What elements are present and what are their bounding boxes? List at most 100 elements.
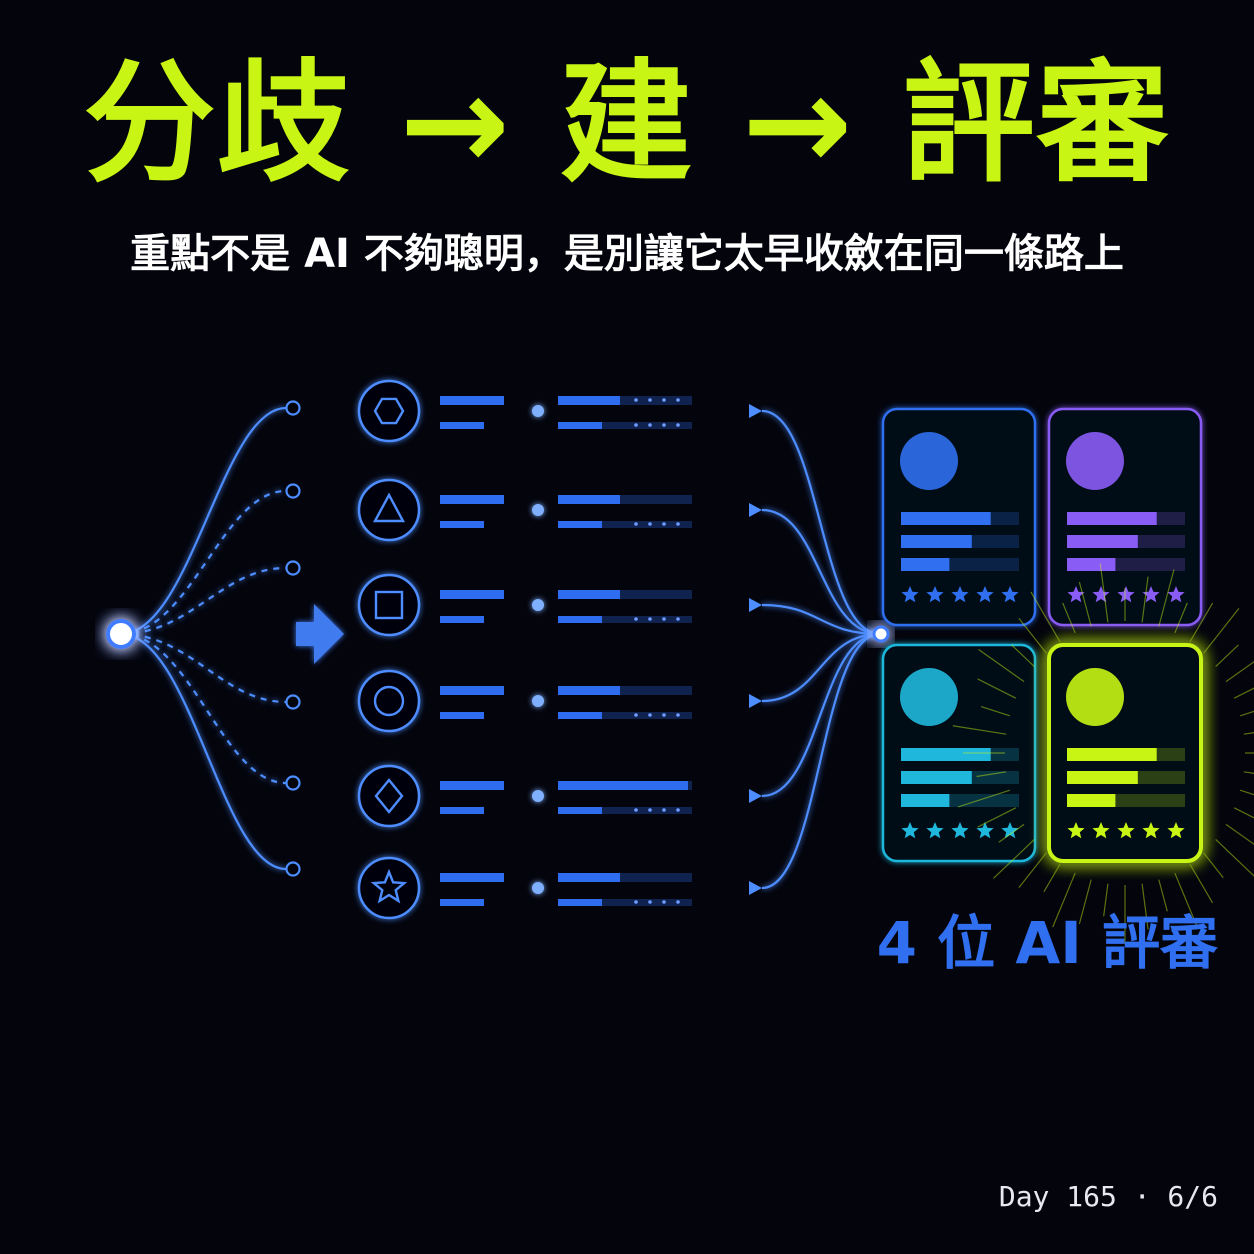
dot bbox=[648, 900, 652, 904]
branch-node bbox=[357, 669, 421, 733]
dot bbox=[662, 900, 666, 904]
ray bbox=[1103, 883, 1109, 917]
dot bbox=[648, 398, 652, 402]
text-placeholder-bar bbox=[440, 495, 504, 504]
ray bbox=[1174, 872, 1198, 928]
hexagon-shape bbox=[373, 397, 405, 425]
ray bbox=[1239, 710, 1254, 717]
page-counter: Day 165 · 6/6 bbox=[998, 1180, 1218, 1213]
text-placeholder-bar bbox=[558, 686, 620, 695]
star-icon bbox=[1001, 822, 1019, 839]
ray bbox=[1030, 591, 1061, 643]
star-icon bbox=[1117, 822, 1135, 839]
arrow-icon bbox=[296, 604, 344, 664]
dot bbox=[676, 423, 680, 427]
bar-track bbox=[558, 712, 692, 719]
ray bbox=[1239, 789, 1254, 796]
fan-out-endpoint bbox=[285, 694, 301, 710]
text-placeholder-bar bbox=[440, 899, 484, 906]
branch-row bbox=[357, 632, 881, 733]
text-placeholder-bar bbox=[558, 396, 620, 405]
ray bbox=[1203, 852, 1224, 879]
converge-curve bbox=[761, 508, 881, 636]
fan-out-endpoint bbox=[285, 861, 301, 877]
bar-track bbox=[558, 807, 692, 814]
ray bbox=[1052, 872, 1076, 928]
merge-node bbox=[872, 625, 890, 643]
text-placeholder-bar bbox=[440, 873, 504, 882]
dot bbox=[662, 398, 666, 402]
ray bbox=[980, 705, 1011, 717]
dot bbox=[648, 617, 652, 621]
judge-card-purple bbox=[1047, 407, 1203, 627]
ray bbox=[998, 823, 1025, 843]
score-bar bbox=[901, 771, 972, 784]
star-icon bbox=[1067, 586, 1085, 603]
score-bar bbox=[901, 535, 972, 548]
branch-row bbox=[357, 379, 881, 636]
judge-card-lime bbox=[952, 563, 1254, 945]
branch-node bbox=[357, 573, 421, 637]
dot bbox=[676, 522, 680, 526]
converge-curve bbox=[761, 632, 881, 703]
highlight-rays bbox=[952, 563, 1254, 945]
score-bar bbox=[1067, 535, 1138, 548]
branch-node bbox=[357, 379, 421, 443]
star-icon bbox=[926, 822, 944, 839]
ray bbox=[1043, 863, 1061, 893]
ray bbox=[1158, 879, 1168, 912]
dot bbox=[634, 713, 638, 717]
star-icon bbox=[901, 822, 919, 839]
bar-track bbox=[558, 521, 692, 528]
score-bar bbox=[901, 558, 950, 571]
text-placeholder-bar bbox=[558, 521, 602, 528]
dot bbox=[676, 808, 680, 812]
dot bbox=[648, 713, 652, 717]
dot bbox=[662, 713, 666, 717]
dot bbox=[676, 398, 680, 402]
dot bbox=[634, 423, 638, 427]
dot bbox=[648, 423, 652, 427]
ray bbox=[1018, 617, 1047, 654]
star-icon bbox=[976, 822, 994, 839]
text-placeholder-bar bbox=[558, 807, 602, 814]
ray bbox=[978, 649, 1025, 683]
branch-rows bbox=[357, 379, 890, 920]
flow-lines bbox=[22, 400, 344, 877]
text-placeholder-bar bbox=[558, 616, 602, 623]
score-bar bbox=[1067, 558, 1116, 571]
midpoint-dot bbox=[532, 790, 544, 802]
arrowhead-icon bbox=[749, 503, 762, 517]
arrowhead-icon bbox=[749, 404, 762, 418]
dot bbox=[676, 617, 680, 621]
branch-node bbox=[357, 764, 421, 828]
avatar bbox=[1066, 668, 1124, 726]
diamond-shape bbox=[374, 778, 404, 814]
ray bbox=[1078, 581, 1092, 627]
text-placeholder-bar bbox=[440, 712, 484, 719]
midpoint-dot bbox=[532, 405, 544, 417]
ray bbox=[1233, 807, 1254, 819]
avatar bbox=[1066, 432, 1124, 490]
fan-out-endpoint bbox=[285, 483, 301, 499]
text-placeholder-bar bbox=[440, 521, 484, 528]
text-placeholder-bar bbox=[558, 899, 602, 906]
dot bbox=[676, 713, 680, 717]
ray bbox=[1011, 644, 1035, 667]
fan-out-endpoint bbox=[285, 400, 301, 416]
bar-track bbox=[558, 396, 692, 405]
ray bbox=[1203, 607, 1240, 654]
ray bbox=[1225, 661, 1254, 683]
ray bbox=[1141, 576, 1149, 623]
ray bbox=[957, 789, 1011, 808]
ray bbox=[977, 678, 1017, 699]
star-icon bbox=[1167, 586, 1185, 603]
text-placeholder-bar bbox=[440, 616, 484, 623]
fan-out-curve bbox=[120, 632, 287, 704]
ray bbox=[1189, 863, 1214, 904]
branch-row bbox=[357, 632, 881, 828]
score-bar bbox=[901, 794, 950, 807]
converge-curve bbox=[761, 603, 881, 636]
star-icon bbox=[1167, 822, 1185, 839]
